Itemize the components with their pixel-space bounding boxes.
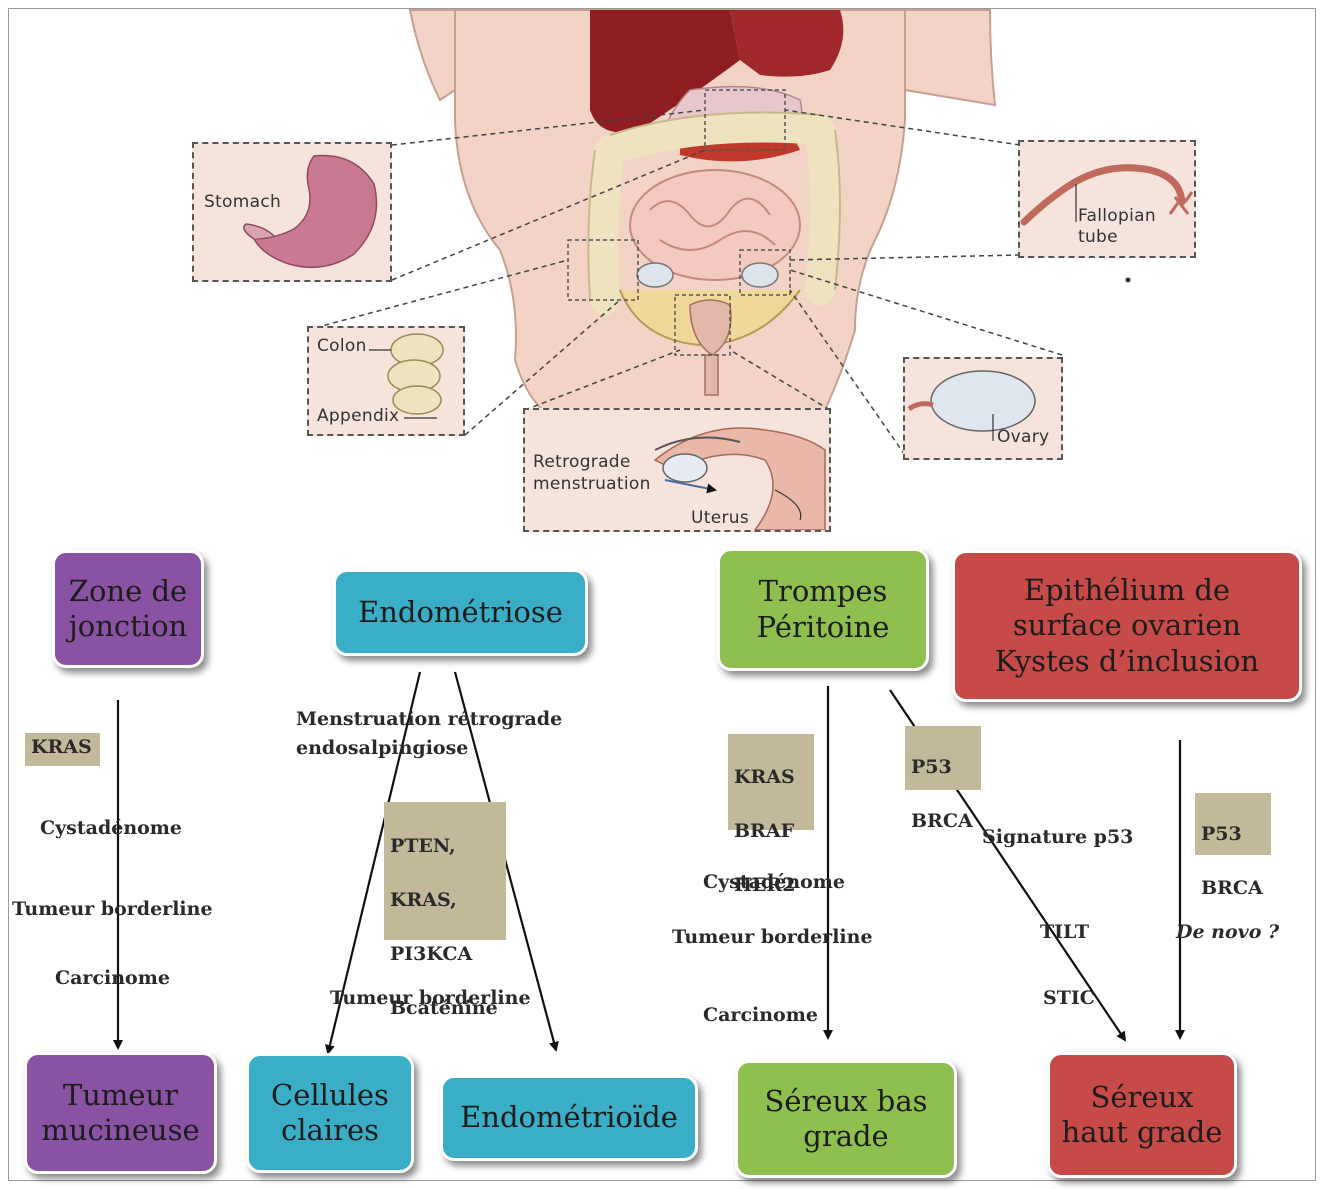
outcome-sereux-bas-grade: Séreux bas grade [735, 1060, 957, 1178]
note-menstruation-retrograde: Menstruation rétrograde [296, 708, 562, 730]
outcome-tumeur-mucineuse: Tumeur mucineuse [24, 1052, 217, 1174]
markers-high-grade-ovarian: P53 BRCA [1195, 793, 1271, 855]
markers-high-grade-tubal: P53 BRCA [905, 726, 981, 790]
step-carcinome-low: Carcinome [703, 1004, 818, 1026]
marker-kras-mucinous: KRAS [25, 733, 100, 766]
outcome-endometrioide: Endométrioïde [440, 1075, 698, 1161]
markers-endometriosis: PTEN, KRAS, PI3KCA Bcaténine [384, 802, 506, 940]
marker-brca-tubal: BRCA [911, 808, 975, 835]
origin-zone-jonction: Zone de jonction [52, 550, 204, 668]
marker-kras-endo: KRAS, [390, 887, 500, 914]
marker-kras-low: KRAS [734, 764, 808, 791]
origin-endometriose: Endométriose [333, 569, 588, 656]
marker-braf: BRAF [734, 818, 808, 845]
marker-pten: PTEN, [390, 833, 500, 860]
outcome-mucineuse-line2: mucineuse [41, 1113, 199, 1148]
outcome-endometrioide-label: Endométrioïde [460, 1100, 678, 1135]
outcome-cellules-claires: Cellules claires [246, 1053, 414, 1173]
step-borderline-mucinous: Tumeur borderline [12, 898, 213, 920]
markers-low-grade: KRAS BRAF HER2 [728, 734, 814, 830]
outcome-sereux-haut-grade: Séreux haut grade [1047, 1052, 1237, 1178]
outcome-mucineuse-line1: Tumeur [41, 1078, 199, 1113]
step-cystadenome-mucinous: Cystadénome [40, 817, 182, 839]
step-borderline-low: Tumeur borderline [672, 926, 873, 948]
marker-p53-ovarian: P53 [1201, 821, 1265, 848]
step-stic: STIC [1043, 987, 1095, 1009]
marker-pi3kca: PI3KCA [390, 941, 500, 968]
step-de-novo: De novo ? [1176, 921, 1279, 943]
step-tilt: TILT [1040, 921, 1089, 943]
origin-trompes-line2: Péritoine [757, 610, 890, 645]
origin-trompes-line1: Trompes [757, 574, 890, 609]
origin-epithelium-line2: surface ovarien [995, 608, 1259, 643]
outcome-sereux-bas-line1: Séreux bas [764, 1084, 927, 1119]
step-carcinome-mucinous: Carcinome [55, 967, 170, 989]
origin-jonction-line1: Zone de [69, 574, 187, 609]
step-cystadenome-low: Cystadénome [703, 871, 845, 893]
origin-epithelium: Epithélium de surface ovarien Kystes d’i… [952, 550, 1302, 702]
outcome-sereux-bas-line2: grade [764, 1119, 927, 1154]
origin-endometriose-label: Endométriose [358, 595, 563, 630]
outcome-sereux-haut-line1: Séreux [1062, 1080, 1223, 1115]
outcome-claires-line2: claires [271, 1113, 389, 1148]
step-signature-p53: Signature p53 [982, 826, 1133, 848]
origin-trompes-peritoine: Trompes Péritoine [717, 548, 929, 671]
origin-epithelium-line1: Epithélium de [995, 573, 1259, 608]
outcome-sereux-haut-line2: haut grade [1062, 1115, 1223, 1150]
outcome-claires-line1: Cellules [271, 1078, 389, 1113]
marker-brca-ovarian: BRCA [1201, 875, 1265, 902]
marker-p53-tubal: P53 [911, 754, 975, 781]
note-endosalpingiose: endosalpingiose [296, 737, 468, 759]
origin-epithelium-line3: Kystes d’inclusion [995, 644, 1259, 679]
origin-jonction-line2: jonction [69, 609, 187, 644]
step-borderline-endo: Tumeur borderline [330, 987, 531, 1009]
